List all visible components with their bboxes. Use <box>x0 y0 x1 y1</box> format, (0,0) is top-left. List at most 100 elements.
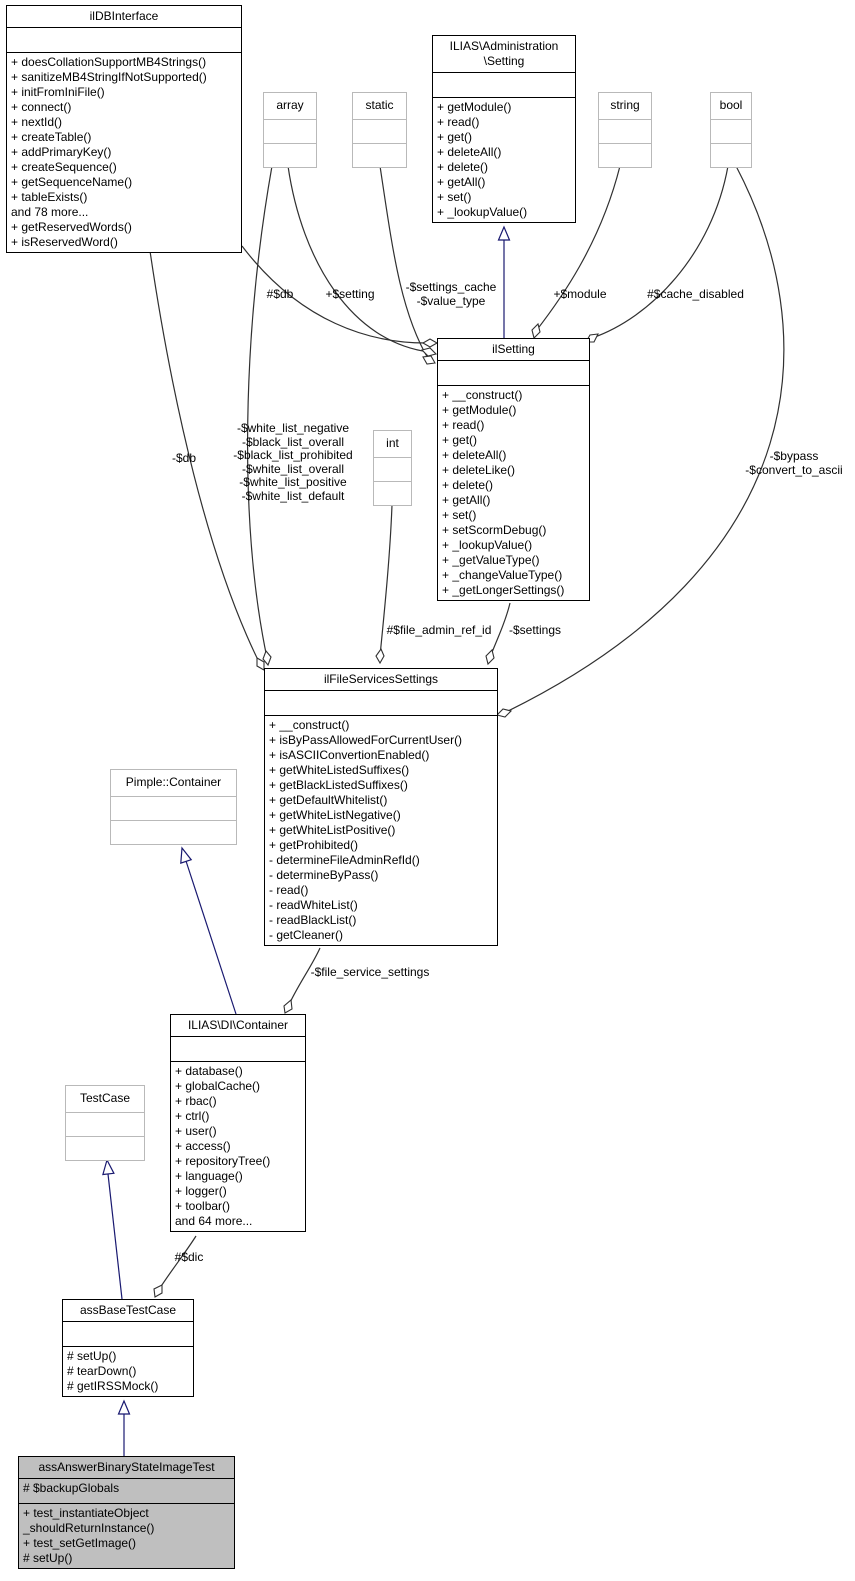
member-line: # setUp() <box>23 1551 73 1565</box>
member-line: + isByPassAllowedForCurrentUser() <box>269 733 463 747</box>
member-line: # getIRSSMock() <box>67 1379 159 1393</box>
member-line: + set() <box>437 190 472 204</box>
member-line: + setScormDebug() <box>442 523 547 537</box>
class-title: assAnswerBinaryStateImageTest <box>38 1460 215 1474</box>
member-line: + access() <box>175 1139 231 1153</box>
class-attributes <box>711 119 751 143</box>
member-line: + language() <box>175 1169 243 1183</box>
class-title: ilDBInterface <box>89 9 159 23</box>
edge-label-db-ilsetting: #$db <box>266 287 294 301</box>
class-box-bool: bool <box>710 92 752 168</box>
member-line: + nextId() <box>11 115 63 129</box>
class-title: ilSetting <box>492 342 535 356</box>
member-line: - readBlackList() <box>269 913 357 927</box>
edge-label-cache-disabled: #$cache_disabled <box>647 287 744 301</box>
edge-label-db-fileservices: -$db <box>171 451 197 465</box>
member-line: + isASCIIConvertionEnabled() <box>269 748 430 762</box>
class-title: ILIAS\Administration \Setting <box>449 39 559 68</box>
class-title: int <box>386 436 399 450</box>
member-line: + read() <box>442 418 485 432</box>
edge-assbasetestcase-inherits-testcase <box>102 1158 123 1300</box>
member-line: + connect() <box>11 100 72 114</box>
member-line: + getWhiteListPositive() <box>269 823 396 837</box>
edge-label-file-admin-ref-id: #$file_admin_ref_id <box>386 623 492 637</box>
edge-array-to-ilsetting <box>287 165 430 353</box>
class-attributes <box>111 796 236 820</box>
class-methods <box>599 143 651 167</box>
class-attributes <box>374 457 411 481</box>
member-line: + getSequenceName() <box>11 175 133 189</box>
class-box-assbasetestcase[interactable]: assBaseTestCase # setUp()# tearDown()# g… <box>62 1299 194 1397</box>
class-box-pimple-container: Pimple::Container <box>110 769 237 845</box>
edge-label-bypass: -$bypass -$convert_to_ascii <box>745 449 843 477</box>
class-title: ilFileServicesSettings <box>323 672 439 686</box>
member-line: + getModule() <box>437 100 512 114</box>
member-line: + deleteAll() <box>437 145 502 159</box>
class-box-assanswerbinarystateimagetest: assAnswerBinaryStateImageTest # $backupG… <box>18 1456 235 1569</box>
class-box-ilias-administration-setting[interactable]: ILIAS\Administration \Setting + getModul… <box>432 35 576 223</box>
class-box-string: string <box>598 92 652 168</box>
member-line: + test_instantiateObject _shouldReturnIn… <box>23 1506 155 1535</box>
class-box-array: array <box>263 92 317 168</box>
class-methods: + test_instantiateObject _shouldReturnIn… <box>19 1503 234 1568</box>
member-line: + ctrl() <box>175 1109 210 1123</box>
member-line: + set() <box>442 508 477 522</box>
edge-bool-to-ilsetting <box>591 165 729 339</box>
member-line: + get() <box>442 433 478 447</box>
class-attributes <box>66 1112 144 1136</box>
class-box-ilsetting[interactable]: ilSetting + __construct()+ getModule()+ … <box>437 338 590 601</box>
class-methods: + __construct()+ isByPassAllowedForCurre… <box>265 715 497 945</box>
member-line: + _lookupValue() <box>437 205 528 219</box>
class-box-ildbinterface[interactable]: ilDBInterface + doesCollationSupportMB4S… <box>6 5 242 253</box>
class-methods: # setUp()# tearDown()# getIRSSMock() <box>63 1346 193 1396</box>
class-methods <box>374 481 411 505</box>
member-line: + addPrimaryKey() <box>11 145 112 159</box>
class-title: assBaseTestCase <box>79 1303 177 1317</box>
member-line: - readWhiteList() <box>269 898 358 912</box>
member-line: + sanitizeMB4StringIfNotSupported() <box>11 70 207 84</box>
member-line: + _changeValueType() <box>442 568 563 582</box>
class-box-ilias-di-container[interactable]: ILIAS\DI\Container + database()+ globalC… <box>170 1014 306 1232</box>
edge-label-module: +$module <box>553 287 607 301</box>
class-attributes <box>7 27 241 52</box>
class-title: ILIAS\DI\Container <box>187 1018 289 1032</box>
member-line: + test_setGetImage() <box>23 1536 137 1550</box>
member-line: + isReservedWord() <box>11 235 118 249</box>
member-line: + tableExists() <box>11 190 88 204</box>
member-line: and 64 more... <box>175 1214 253 1228</box>
class-title: string <box>610 98 640 112</box>
class-attributes <box>171 1036 305 1061</box>
member-line: + __construct() <box>269 718 350 732</box>
member-line: + logger() <box>175 1184 227 1198</box>
member-line: + database() <box>175 1064 243 1078</box>
member-line: - read() <box>269 883 309 897</box>
member-line: + deleteLike() <box>442 463 516 477</box>
edge-label-file-service-settings: -$file_service_settings <box>310 965 430 979</box>
member-line: - determineByPass() <box>269 868 379 882</box>
member-line: + delete() <box>442 478 494 492</box>
class-attributes <box>433 72 575 97</box>
member-line: + _lookupValue() <box>442 538 533 552</box>
member-line: + createSequence() <box>11 160 117 174</box>
member-line: + toolbar() <box>175 1199 231 1213</box>
member-line: + getDefaultWhitelist() <box>269 793 388 807</box>
member-line: - determineFileAdminRefId() <box>269 853 420 867</box>
member-line: + getAll() <box>442 493 491 507</box>
member-line: + getBlackListedSuffixes() <box>269 778 408 792</box>
member-line: # setUp() <box>67 1349 117 1363</box>
member-line: + getWhiteListedSuffixes() <box>269 763 410 777</box>
class-attributes: # $backupGlobals <box>19 1478 234 1503</box>
class-title: Pimple::Container <box>125 775 222 789</box>
class-attributes <box>265 690 497 715</box>
class-attributes <box>63 1321 193 1346</box>
class-methods: + __construct()+ getModule()+ read()+ ge… <box>438 385 589 600</box>
member-line: + getAll() <box>437 175 486 189</box>
class-methods: + database()+ globalCache()+ rbac()+ ctr… <box>171 1061 305 1231</box>
class-methods: + getModule()+ read()+ get()+ deleteAll(… <box>433 97 575 222</box>
class-methods: + doesCollationSupportMB4Strings()+ sani… <box>7 52 241 252</box>
edge-label-settings: -$settings <box>508 623 562 637</box>
member-line: + globalCache() <box>175 1079 261 1093</box>
class-box-ilfileservicessettings[interactable]: ilFileServicesSettings + __construct()+ … <box>264 668 498 946</box>
member-line: + getModule() <box>442 403 517 417</box>
member-line: + _getLongerSettings() <box>442 583 565 597</box>
